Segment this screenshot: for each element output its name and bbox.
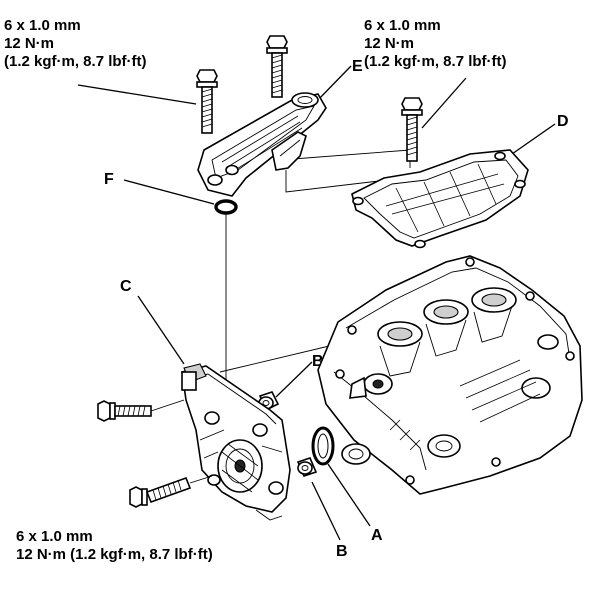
part-b-dowel-pin-lower bbox=[296, 457, 318, 477]
spec-top-right-size: 6 x 1.0 mm bbox=[364, 17, 441, 34]
spec-top-left-torque-alt: (1.2 kgf·m, 8.7 lbf·ft) bbox=[4, 53, 147, 70]
leader-lines bbox=[77, 65, 556, 541]
bolt-oil-pump-upper bbox=[97, 399, 185, 422]
callout-a: A bbox=[371, 527, 383, 544]
part-e-cover bbox=[197, 92, 327, 197]
callout-d: D bbox=[557, 113, 569, 130]
torque-spec-top-left: 6 x 1.0 mm 12 N·m (1.2 kgf·m, 8.7 lbf·ft… bbox=[4, 17, 147, 70]
spec-top-right-torque-alt: (1.2 kgf·m, 8.7 lbf·ft) bbox=[364, 53, 507, 70]
spec-top-right-torque: 12 N·m bbox=[364, 35, 414, 52]
engine-block bbox=[317, 255, 583, 495]
callout-b-upper: B bbox=[312, 353, 324, 370]
spec-bottom-left-torque: 12 N·m (1.2 kgf·m, 8.7 lbf·ft) bbox=[16, 546, 213, 563]
torque-spec-bottom-left: 6 x 1.0 mm 12 N·m (1.2 kgf·m, 8.7 lbf·ft… bbox=[16, 528, 213, 563]
spec-top-left-size: 6 x 1.0 mm bbox=[4, 17, 81, 34]
part-d-baffle-plate bbox=[351, 149, 529, 249]
bolt-oil-pump-lower bbox=[129, 475, 213, 508]
bolt-top-right bbox=[401, 97, 423, 162]
callout-b-lower: B bbox=[336, 543, 348, 560]
part-a-o-ring bbox=[311, 426, 335, 466]
spec-bottom-left-size: 6 x 1.0 mm bbox=[16, 528, 93, 545]
torque-spec-top-right: 6 x 1.0 mm 12 N·m (1.2 kgf·m, 8.7 lbf·ft… bbox=[364, 17, 507, 70]
callout-f: F bbox=[104, 171, 114, 188]
callout-e: E bbox=[352, 58, 363, 75]
callout-c: C bbox=[120, 278, 132, 295]
part-f-o-ring bbox=[214, 199, 238, 215]
bolt-top-left bbox=[196, 69, 218, 134]
part-c-oil-pump bbox=[181, 363, 291, 521]
bolt-top-center bbox=[266, 35, 288, 98]
spec-top-left-torque: 12 N·m bbox=[4, 35, 54, 52]
